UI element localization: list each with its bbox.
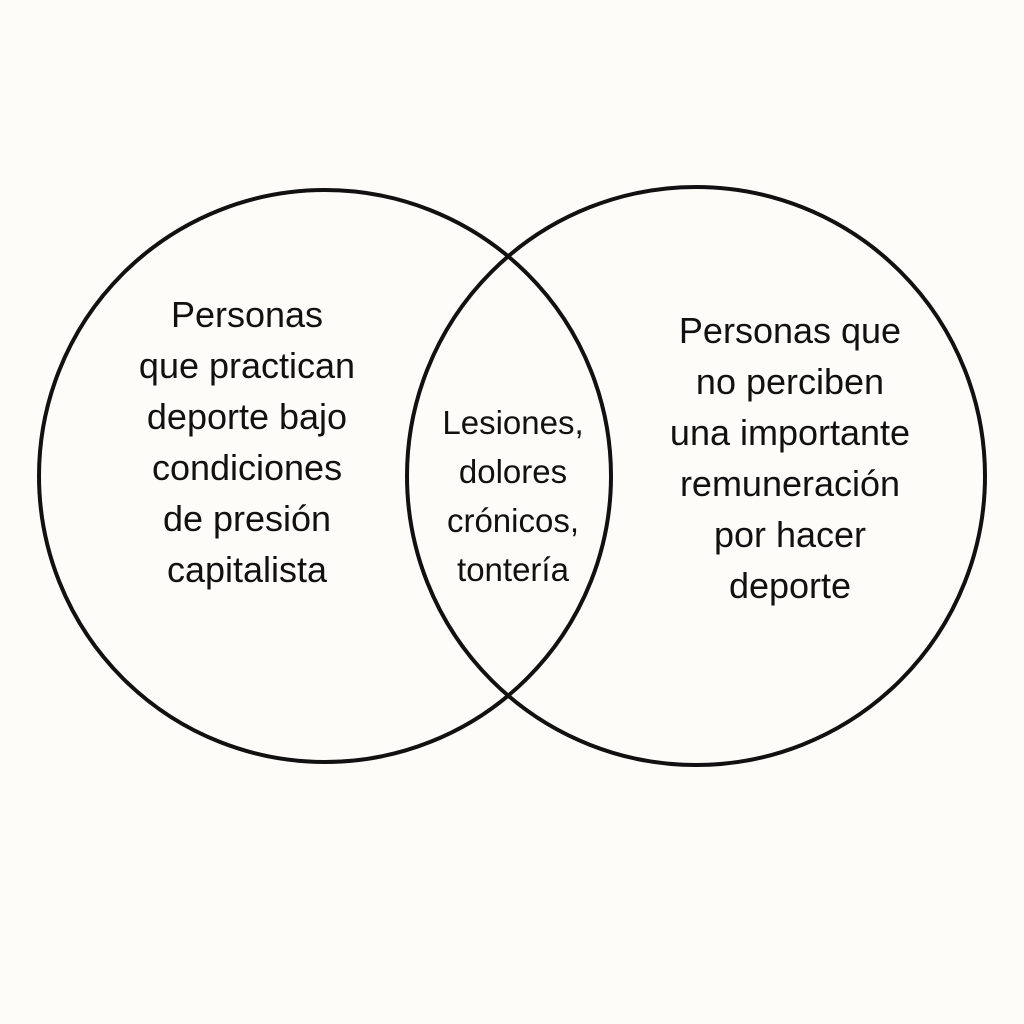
left-label-line: capitalista: [166, 549, 328, 590]
right-set-label: Personas que no perciben una importante …: [630, 305, 950, 611]
right-label-line: por hacer: [713, 514, 867, 555]
left-label-line: deporte bajo: [146, 396, 348, 437]
right-label-line: deporte: [728, 565, 852, 606]
intersection-label: Lesiones, dolores crónicos, tontería: [413, 398, 613, 594]
right-label-line: no perciben: [695, 361, 885, 402]
intersection-label-line: Lesiones,: [442, 404, 584, 441]
intersection-label-line: dolores: [458, 453, 568, 490]
left-label-line: de presión: [162, 498, 332, 539]
right-circle: [405, 185, 987, 767]
left-label-line: condiciones: [151, 447, 343, 488]
left-label-line: que practican: [138, 345, 356, 386]
right-label-line: una importante: [669, 412, 911, 453]
left-circle: [37, 188, 613, 764]
intersection-label-line: tontería: [457, 551, 569, 588]
left-label-line: Personas: [170, 294, 324, 335]
left-set-label: Personas que practican deporte bajo cond…: [87, 289, 407, 595]
right-label-line: Personas que: [678, 310, 902, 351]
right-label-line: remuneración: [679, 463, 901, 504]
intersection-label-line: crónicos,: [446, 502, 580, 539]
